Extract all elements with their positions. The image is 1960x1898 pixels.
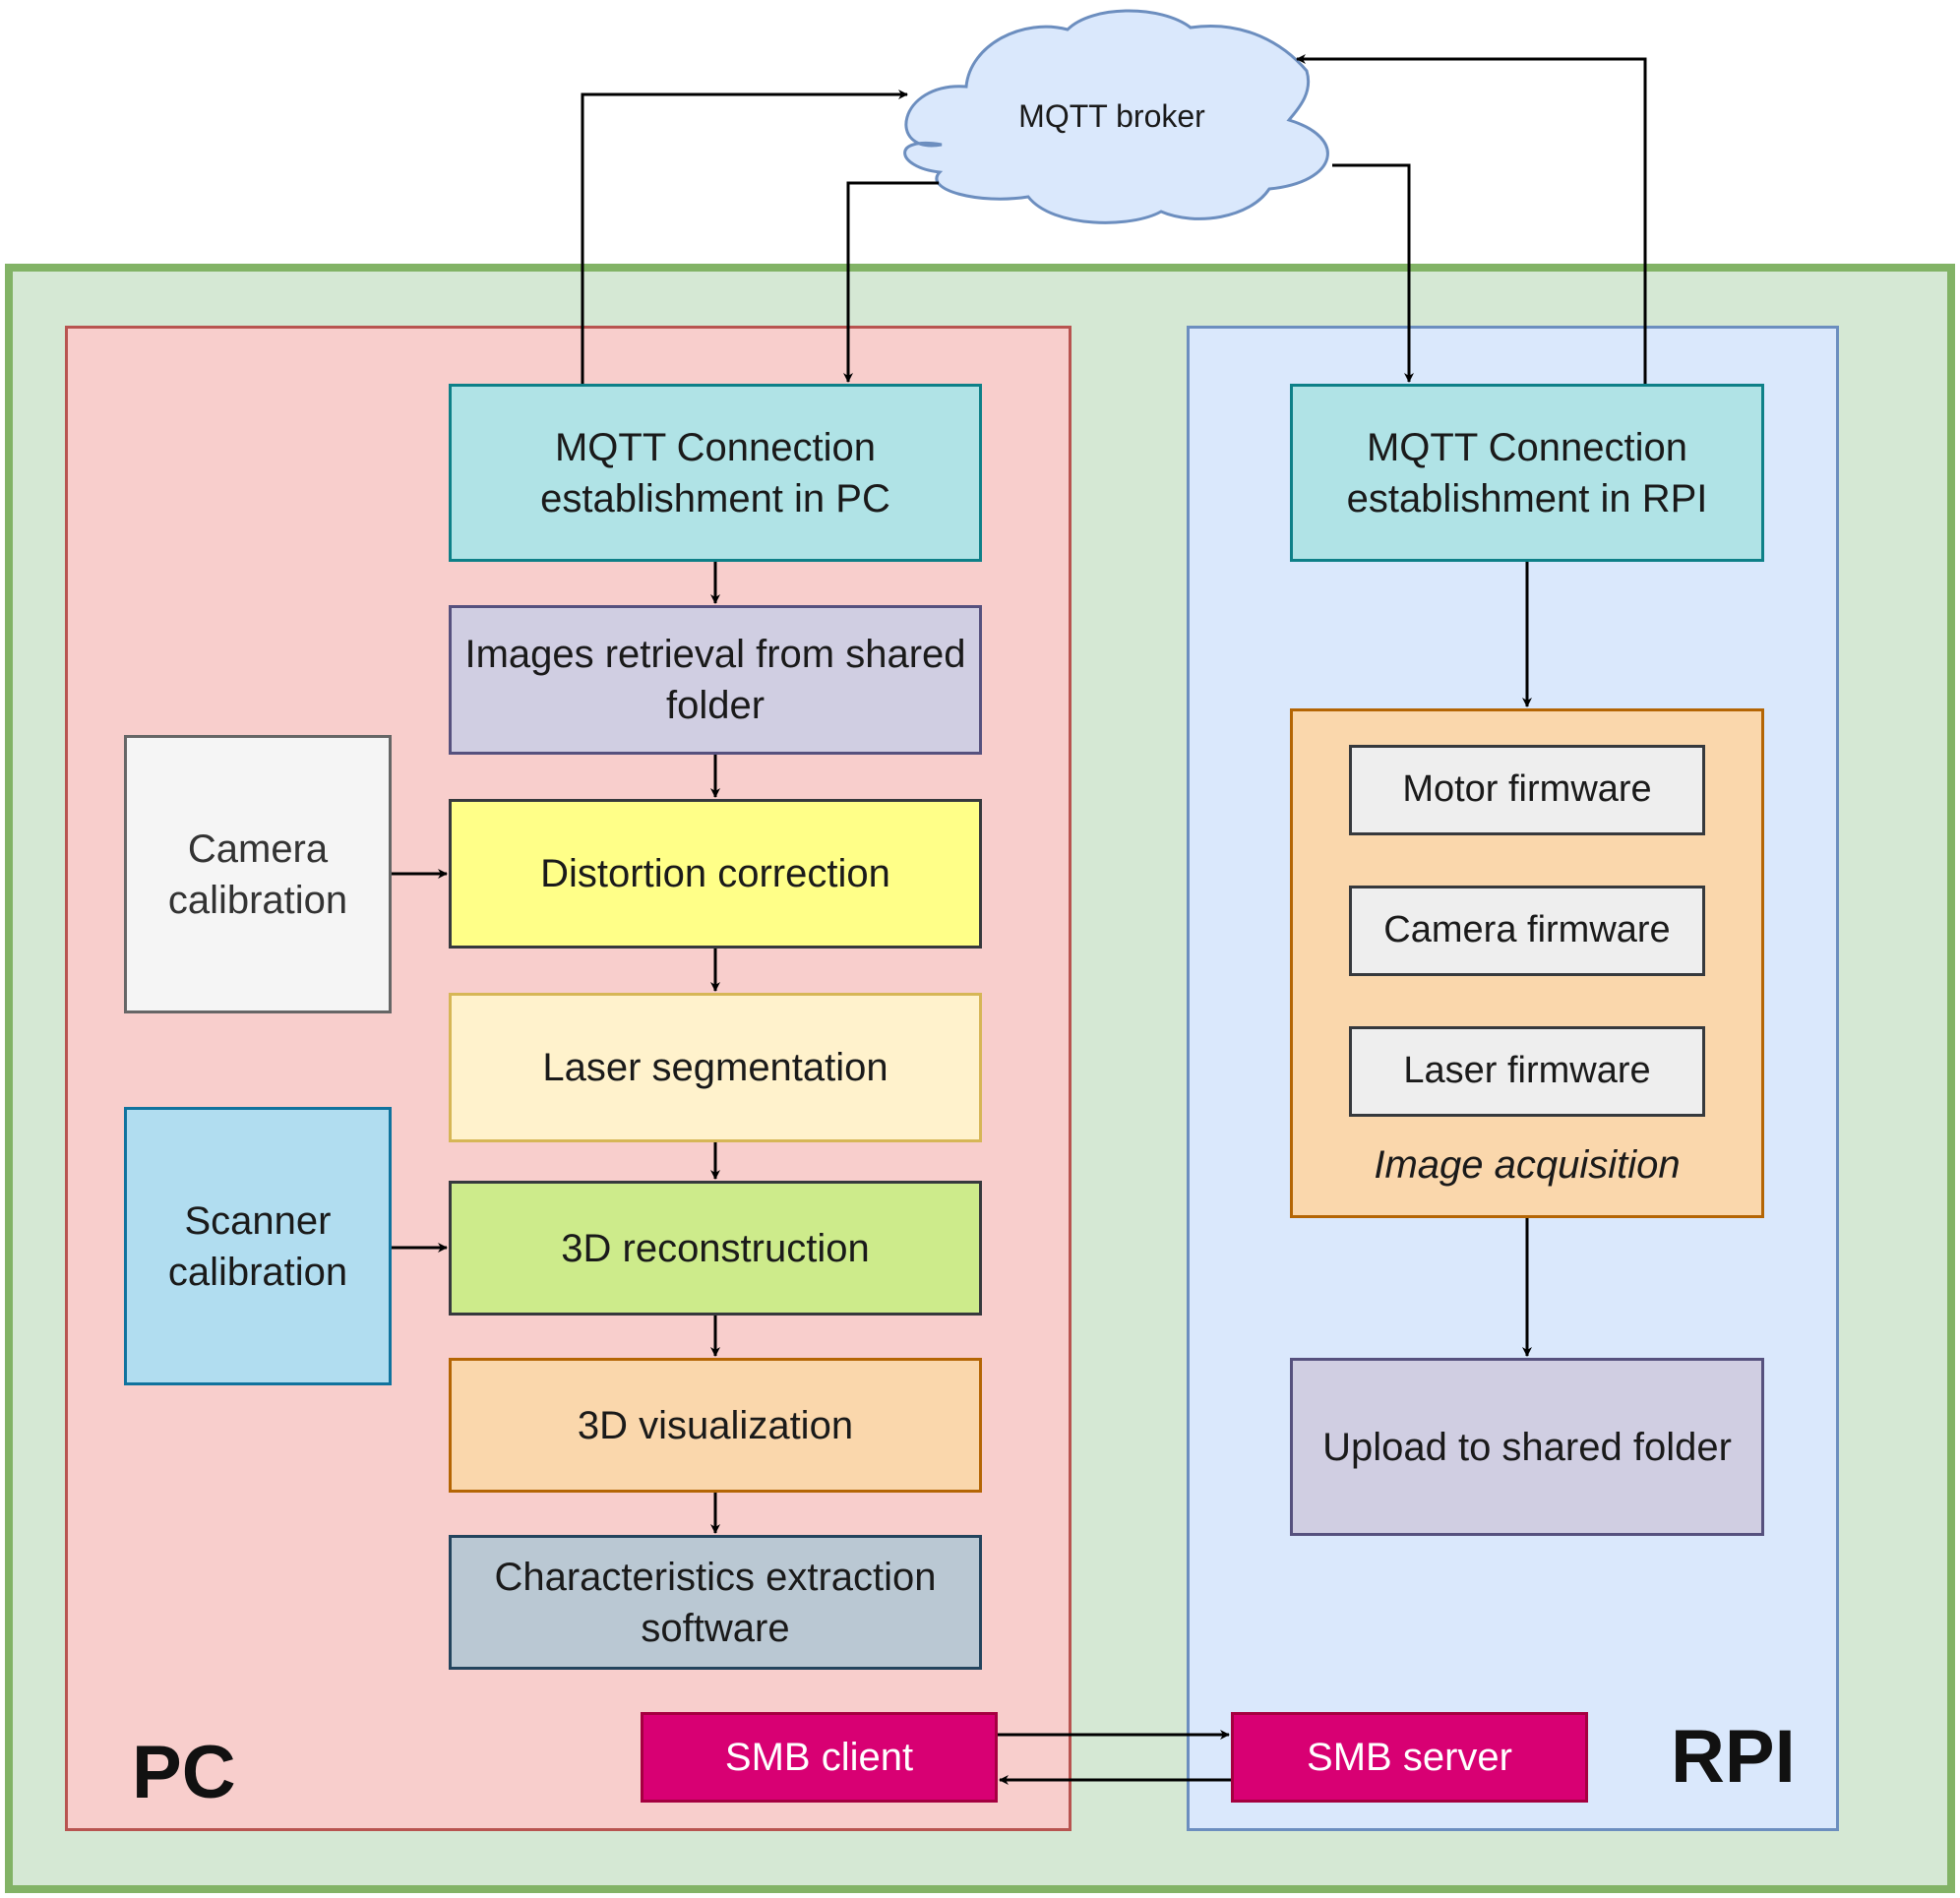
rpi-mqtt-connection-box: MQTT Connection establishment in RPI xyxy=(1290,384,1764,562)
characteristics-extraction-box: Characteristics extraction software xyxy=(449,1535,982,1670)
rpi-to-broker-arrow xyxy=(1296,54,1647,384)
mqtt-broker-label: MQTT broker xyxy=(1018,98,1205,134)
images-retrieval-box: Images retrieval from shared folder xyxy=(449,605,982,755)
laser-segmentation-box: Laser segmentation xyxy=(449,993,982,1142)
camera-firmware-box: Camera firmware xyxy=(1349,886,1705,976)
distortion-correction-box: Distortion correction xyxy=(449,799,982,949)
broker-to-pc-arrow xyxy=(843,181,939,383)
broker-to-rpi-arrow xyxy=(1332,163,1414,383)
mqtt-broker-cloud xyxy=(903,9,1329,224)
smb-client-box: SMB client xyxy=(641,1712,998,1803)
motor-firmware-box: Motor firmware xyxy=(1349,745,1705,835)
rpi-region-label: RPI xyxy=(1671,1715,1796,1799)
pc-region-label: PC xyxy=(132,1731,236,1814)
3d-visualization-box: 3D visualization xyxy=(449,1358,982,1493)
laser-firmware-box: Laser firmware xyxy=(1349,1026,1705,1117)
image-acquisition-label: Image acquisition xyxy=(1374,1143,1681,1187)
pc-to-broker-arrow xyxy=(581,90,908,384)
3d-reconstruction-box: 3D reconstruction xyxy=(449,1181,982,1316)
camera-calibration-box: Camera calibration xyxy=(124,735,392,1013)
pc-mqtt-connection-box: MQTT Connection establishment in PC xyxy=(449,384,982,562)
smb-server-box: SMB server xyxy=(1231,1712,1588,1803)
upload-shared-folder-box: Upload to shared folder xyxy=(1290,1358,1764,1536)
scanner-calibration-box: Scanner calibration xyxy=(124,1107,392,1385)
